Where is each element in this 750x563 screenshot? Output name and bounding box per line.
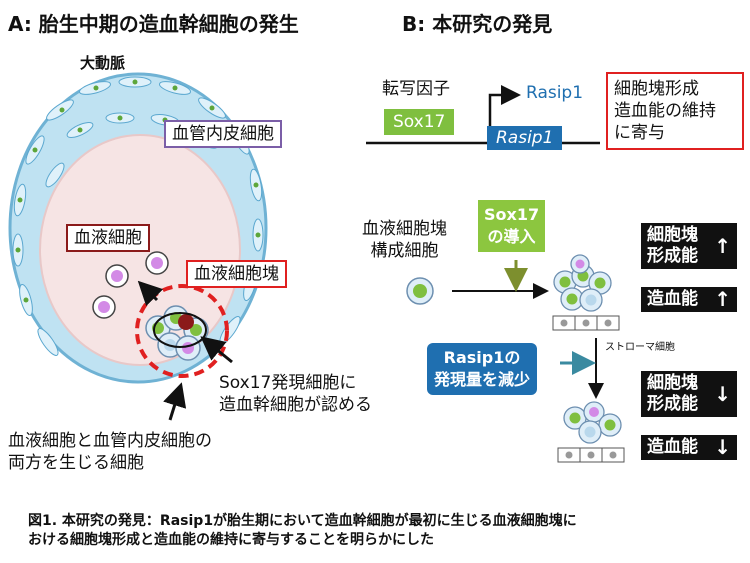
hemogenic-note: 血液細胞と血管内皮細胞の 両方を生じる細胞 (8, 431, 212, 473)
stroma-cells-lower (557, 447, 625, 463)
formation-down-box: 細胞塊 形成能 ↓ (641, 371, 737, 417)
tf-label: 転写因子 (382, 79, 450, 99)
hemato-down-box: 造血能 ↓ (641, 435, 737, 460)
figure-caption: 図1. 本研究の発見：Rasip1が胎生期において造血幹細胞が最初に生じる血液細… (28, 513, 577, 548)
sox17-cell-ring (153, 312, 207, 348)
arrow-down-icon: ↓ (714, 435, 731, 459)
sox17-note: Sox17発現細胞に 造血幹細胞が認める (219, 373, 372, 415)
arrow-to-blood (137, 280, 164, 307)
rasip1-reduce-box: Rasip1の 発現量を減少 (427, 343, 538, 395)
arrow-down-icon: ↓ (714, 381, 731, 406)
lower-cluster (563, 401, 622, 444)
cluster-label: 血液細胞塊 (186, 260, 287, 288)
rasip1-gene-box: Rasip1 (487, 126, 563, 150)
arrow-up-icon: ↑ (714, 287, 731, 311)
stroma-label: ストローマ細胞 (605, 342, 675, 353)
tss-arrow (488, 85, 521, 132)
function-box: 細胞塊形成 造血能の維持 に寄与 (606, 72, 744, 150)
blood-cell-label: 血液細胞 (66, 224, 150, 252)
sox17-box: Sox17 (384, 109, 455, 135)
upper-cluster (553, 254, 612, 312)
arrow-up-icon: ↑ (714, 233, 731, 258)
cluster-dashed-ring (135, 284, 229, 378)
rasip1-arrow-label: Rasip1 (526, 83, 584, 103)
panel-a-title: A: 胎生中期の造血幹細胞の発生 (8, 12, 299, 36)
cluster-cells-label: 血液細胞塊 構成細胞 (362, 219, 447, 261)
endothelial-label: 血管内皮細胞 (164, 120, 282, 148)
arrow-hemogenic (163, 382, 187, 421)
sox17-intro-box: Sox17 の導入 (478, 200, 546, 252)
blood-cells (92, 251, 169, 319)
arrow-sox17-note (200, 336, 233, 364)
panel-b-title: B: 本研究の発見 (402, 12, 553, 36)
stroma-cells-upper (552, 315, 620, 331)
hemato-up-box: 造血能 ↑ (641, 287, 737, 312)
aorta-label: 大動脈 (80, 54, 126, 72)
formation-up-box: 細胞塊 形成能 ↑ (641, 223, 737, 269)
